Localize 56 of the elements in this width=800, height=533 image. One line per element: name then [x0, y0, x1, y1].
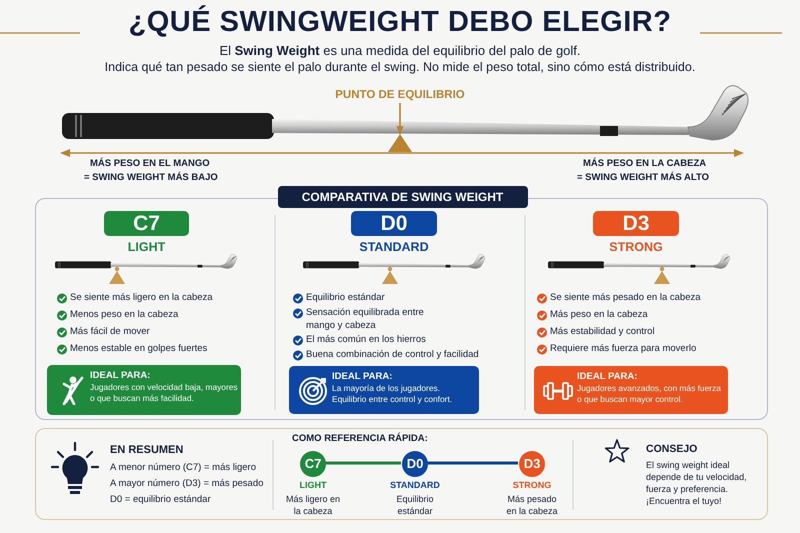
intro-text: El Swing Weight es una medida del equilibrio del palo de golf. — [218, 42, 582, 60]
title: ¿QUÉ SWINGWEIGHT DEBO ELEGIR? — [128, 6, 672, 39]
callout-label: PUNTO DE EQUILIBRIO — [320, 89, 480, 103]
card-heading: IDEAL PARA: — [90, 370, 152, 381]
card-heading: IDEAL PARA: — [332, 371, 394, 382]
grade-badge: D0 — [351, 211, 437, 236]
direction-note: MÁS PESO EN LA CABEZA — [583, 158, 708, 171]
bullet-text: Menos estable en golpes fuertes — [70, 343, 208, 356]
card-text: Jugadores con velocidad baja, mayores o que buscan más facilidad. — [90, 382, 238, 404]
arrow — [396, 103, 404, 135]
connector-line — [427, 462, 518, 464]
summary-text: A mayor número (D3) = más pesado — [110, 478, 264, 491]
grade-label: STRONG — [608, 240, 664, 254]
grade-label: STRONG — [512, 480, 552, 490]
ideal-for-card — [534, 366, 728, 414]
ideal-for-card — [47, 365, 241, 415]
bullet-text: Se siente más ligero en la cabeza — [70, 292, 214, 305]
bullet-text: Sensación equilibrada entre mango y cabeza — [306, 307, 425, 333]
grade-label: LIGHT — [126, 240, 166, 254]
bullet-text: Más fácil de mover — [70, 326, 151, 339]
grade-description: Más ligero en la cabeza — [285, 493, 341, 518]
grade-circle: D0 — [402, 451, 428, 477]
section-heading: CONSEJO — [646, 442, 698, 456]
grade-description: Equilibrio estándar — [395, 493, 435, 518]
card-text: Jugadores avanzados, con más fuerza o que buscan mayor control. — [577, 383, 722, 405]
direction-note: = SWING WEIGHT MÁS ALTO — [577, 172, 710, 185]
summary-text: A menor número (C7) = más ligero — [110, 462, 257, 475]
grade-badge: C7 — [104, 211, 189, 236]
section-heading: COMO REFERENCIA RÁPIDA: — [292, 433, 429, 446]
bullet-text: Requiere más fuerza para moverlo — [550, 343, 698, 356]
bullet-text: Se siente más pesado en la cabeza — [550, 292, 702, 305]
section-heading: EN RESUMEN — [110, 443, 184, 458]
summary-text: D0 = equilibrio estándar — [110, 494, 212, 507]
grade-label: STANDARD — [389, 480, 441, 490]
grade-circle: D3 — [519, 451, 545, 477]
bullet-text: Buena combinación de control y facilidad — [306, 349, 480, 362]
summary-panel — [35, 428, 768, 520]
grade-label: LIGHT — [298, 480, 328, 490]
bullet-text: Menos peso en la cabeza — [70, 309, 180, 322]
grade-badge: D3 — [593, 211, 679, 236]
connector-line — [325, 462, 401, 464]
section-tab: COMPARATIVA DE SWING WEIGHT — [278, 186, 528, 208]
card-text: La mayoría de los jugadores. Equilibrio entre control y confort. — [332, 383, 454, 405]
bullet-text: Equilibrio estándar — [306, 292, 386, 305]
direction-note: MÁS PESO EN EL MANGO — [90, 158, 211, 171]
grade-circle: C7 — [300, 451, 326, 477]
bullet-text: Más peso en la cabeza — [550, 309, 649, 322]
bullet-text: El más común en los hierros — [306, 334, 427, 347]
bullet-text: Más estabilidad y control — [550, 326, 656, 339]
intro-text: Indica qué tan pesado se siente el palo durante el swing. No mide el peso total, sino cómo está distribuido. — [104, 59, 696, 76]
ideal-for-card — [289, 366, 479, 414]
grade-description: Más pesado en la cabeza — [505, 493, 559, 518]
direction-note: = SWING WEIGHT MÁS BAJO — [84, 172, 219, 185]
grade-label: STANDARD — [358, 240, 430, 254]
tip-text: El swing weight ideal depende de tu velocidad, fuerza y preferencia. ¡Encuentra el tuyo! — [646, 459, 748, 508]
card-heading: IDEAL PARA: — [577, 371, 638, 382]
